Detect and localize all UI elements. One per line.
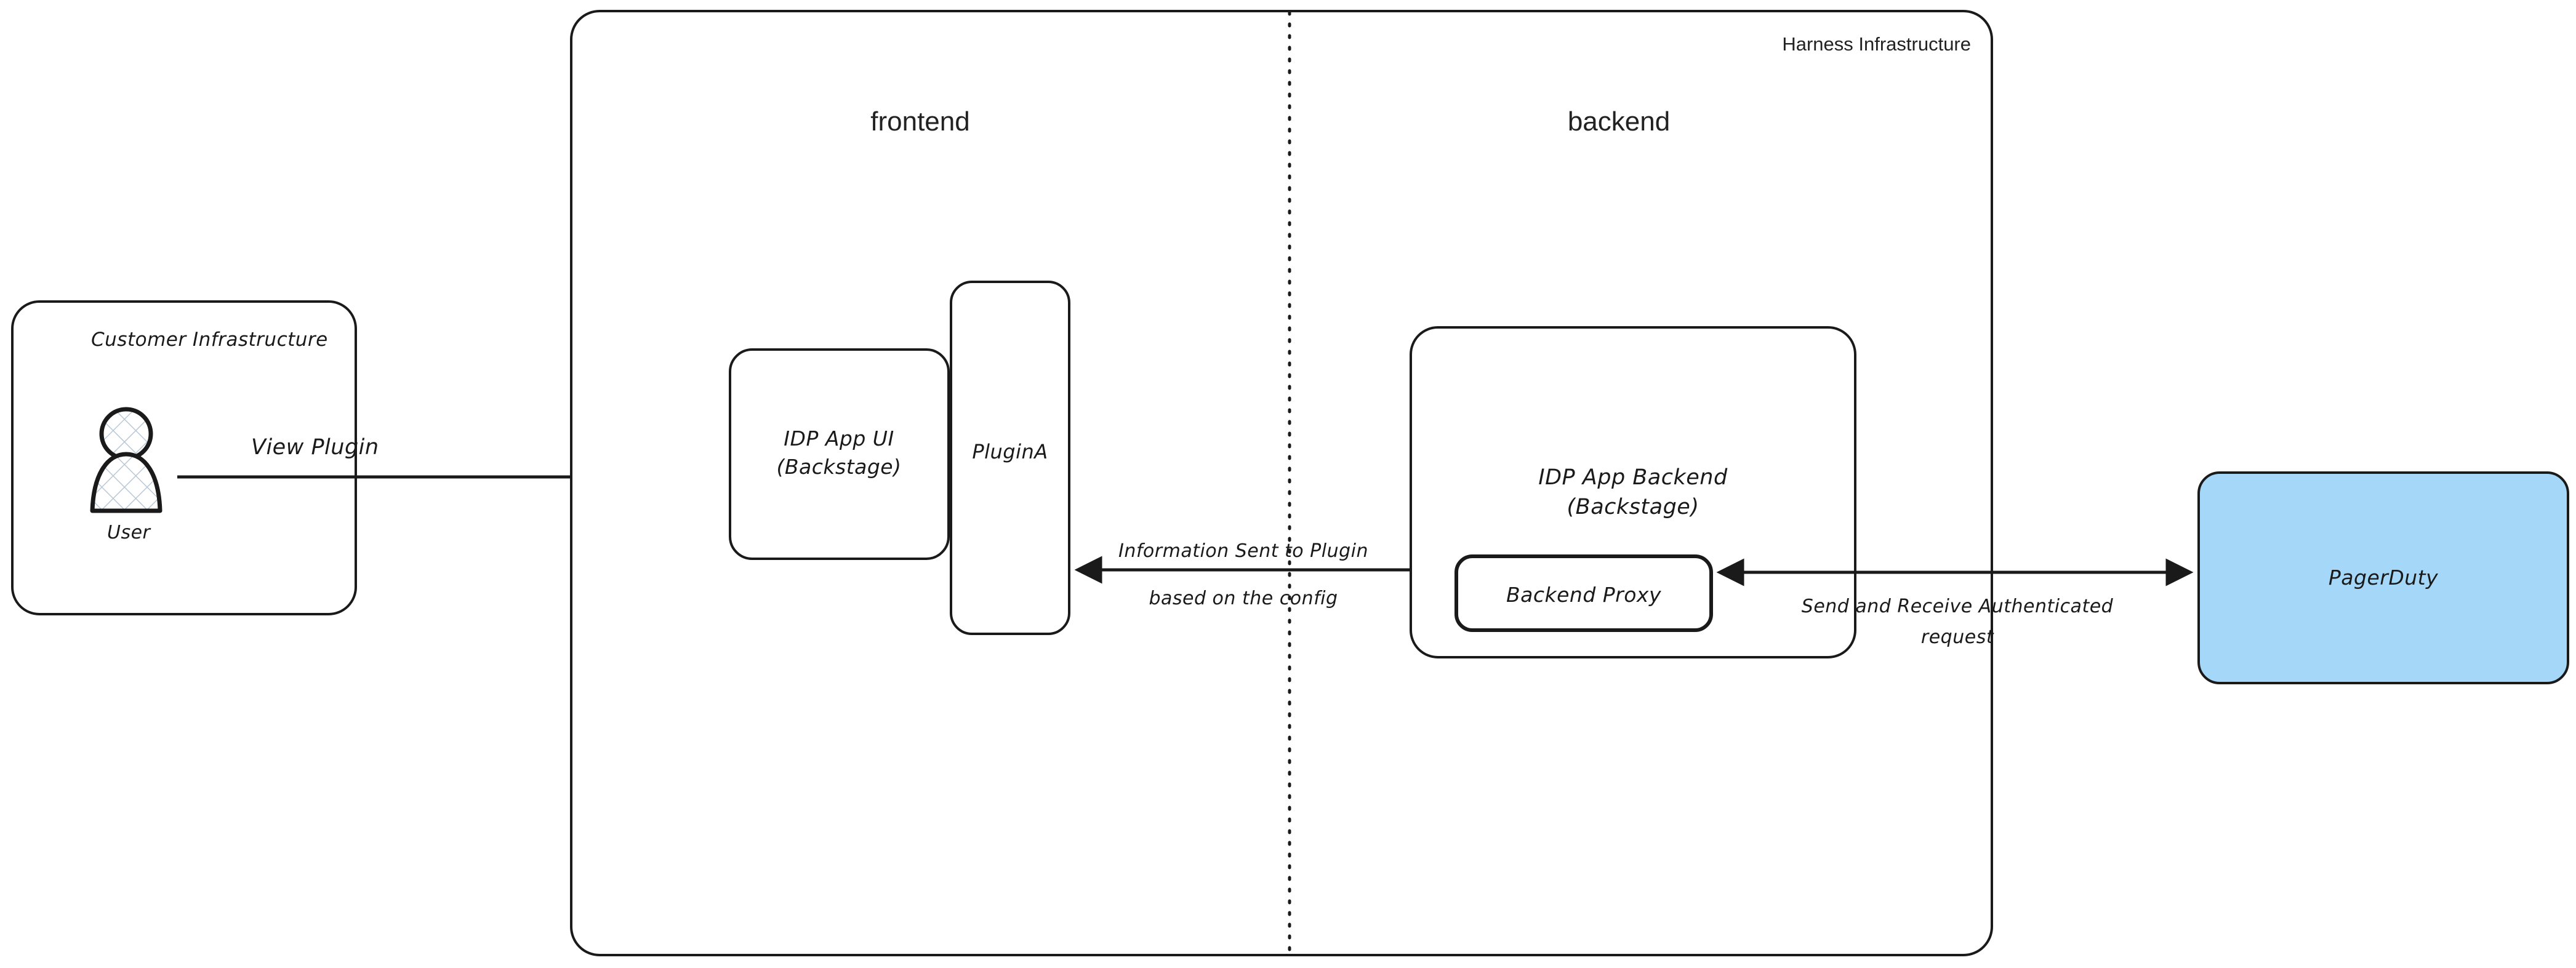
information-sent-label-line2: based on the config — [1149, 588, 1338, 609]
customer-infrastructure-group: Customer Infrastructure User — [11, 300, 357, 615]
information-sent-label-line1: Information Sent to Plugin — [1118, 540, 1368, 562]
zone-title-frontend: frontend — [870, 106, 969, 137]
idp-app-ui-label-line1: IDP App UI — [784, 426, 894, 450]
customer-infrastructure-label: Customer Infrastructure — [91, 329, 328, 351]
backend-proxy-box — [1455, 554, 1713, 632]
node-idp-app-ui: IDP App UI (Backstage) — [729, 348, 950, 560]
idp-app-backend-label-line1: IDP App Backend — [1538, 465, 1728, 490]
harness-infrastructure-group: Harness Infrastructure frontend backend — [570, 10, 1993, 956]
node-backend-proxy: Backend Proxy — [1455, 554, 1713, 632]
pagerduty-label: PagerDuty — [2329, 566, 2438, 590]
harness-infrastructure-label: Harness Infrastructure — [1782, 33, 1971, 55]
harness-infrastructure-box — [570, 10, 1993, 956]
connection-send-receive-authenticated-request: Send and Receive Authenticated request — [1716, 558, 2194, 648]
node-pagerduty: PagerDuty — [2197, 471, 2569, 684]
node-idp-app-backend: IDP App Backend (Backstage) Backend Prox… — [1410, 326, 1856, 658]
customer-infrastructure-box — [11, 300, 357, 615]
send-receive-label-line2: request — [1921, 626, 1994, 648]
idp-app-ui-label-line2: (Backstage) — [777, 455, 902, 479]
user-actor-icon — [90, 407, 163, 513]
backend-proxy-label: Backend Proxy — [1506, 583, 1661, 607]
idp-app-backend-label-line2: (Backstage) — [1567, 495, 1699, 519]
plugin-a-box — [950, 281, 1070, 635]
connection-information-sent-to-plugin: Information Sent to Plugin based on the … — [1074, 540, 1410, 609]
plugin-a-label: PluginA — [972, 440, 1048, 463]
user-label: User — [107, 522, 151, 543]
pagerduty-box — [2197, 471, 2569, 684]
idp-app-ui-box — [729, 348, 950, 560]
view-plugin-label: View Plugin — [251, 435, 379, 460]
send-receive-label-line1: Send and Receive Authenticated — [1802, 596, 2114, 617]
zone-title-backend: backend — [1568, 106, 1670, 137]
node-plugin-a: PluginA — [950, 281, 1070, 635]
